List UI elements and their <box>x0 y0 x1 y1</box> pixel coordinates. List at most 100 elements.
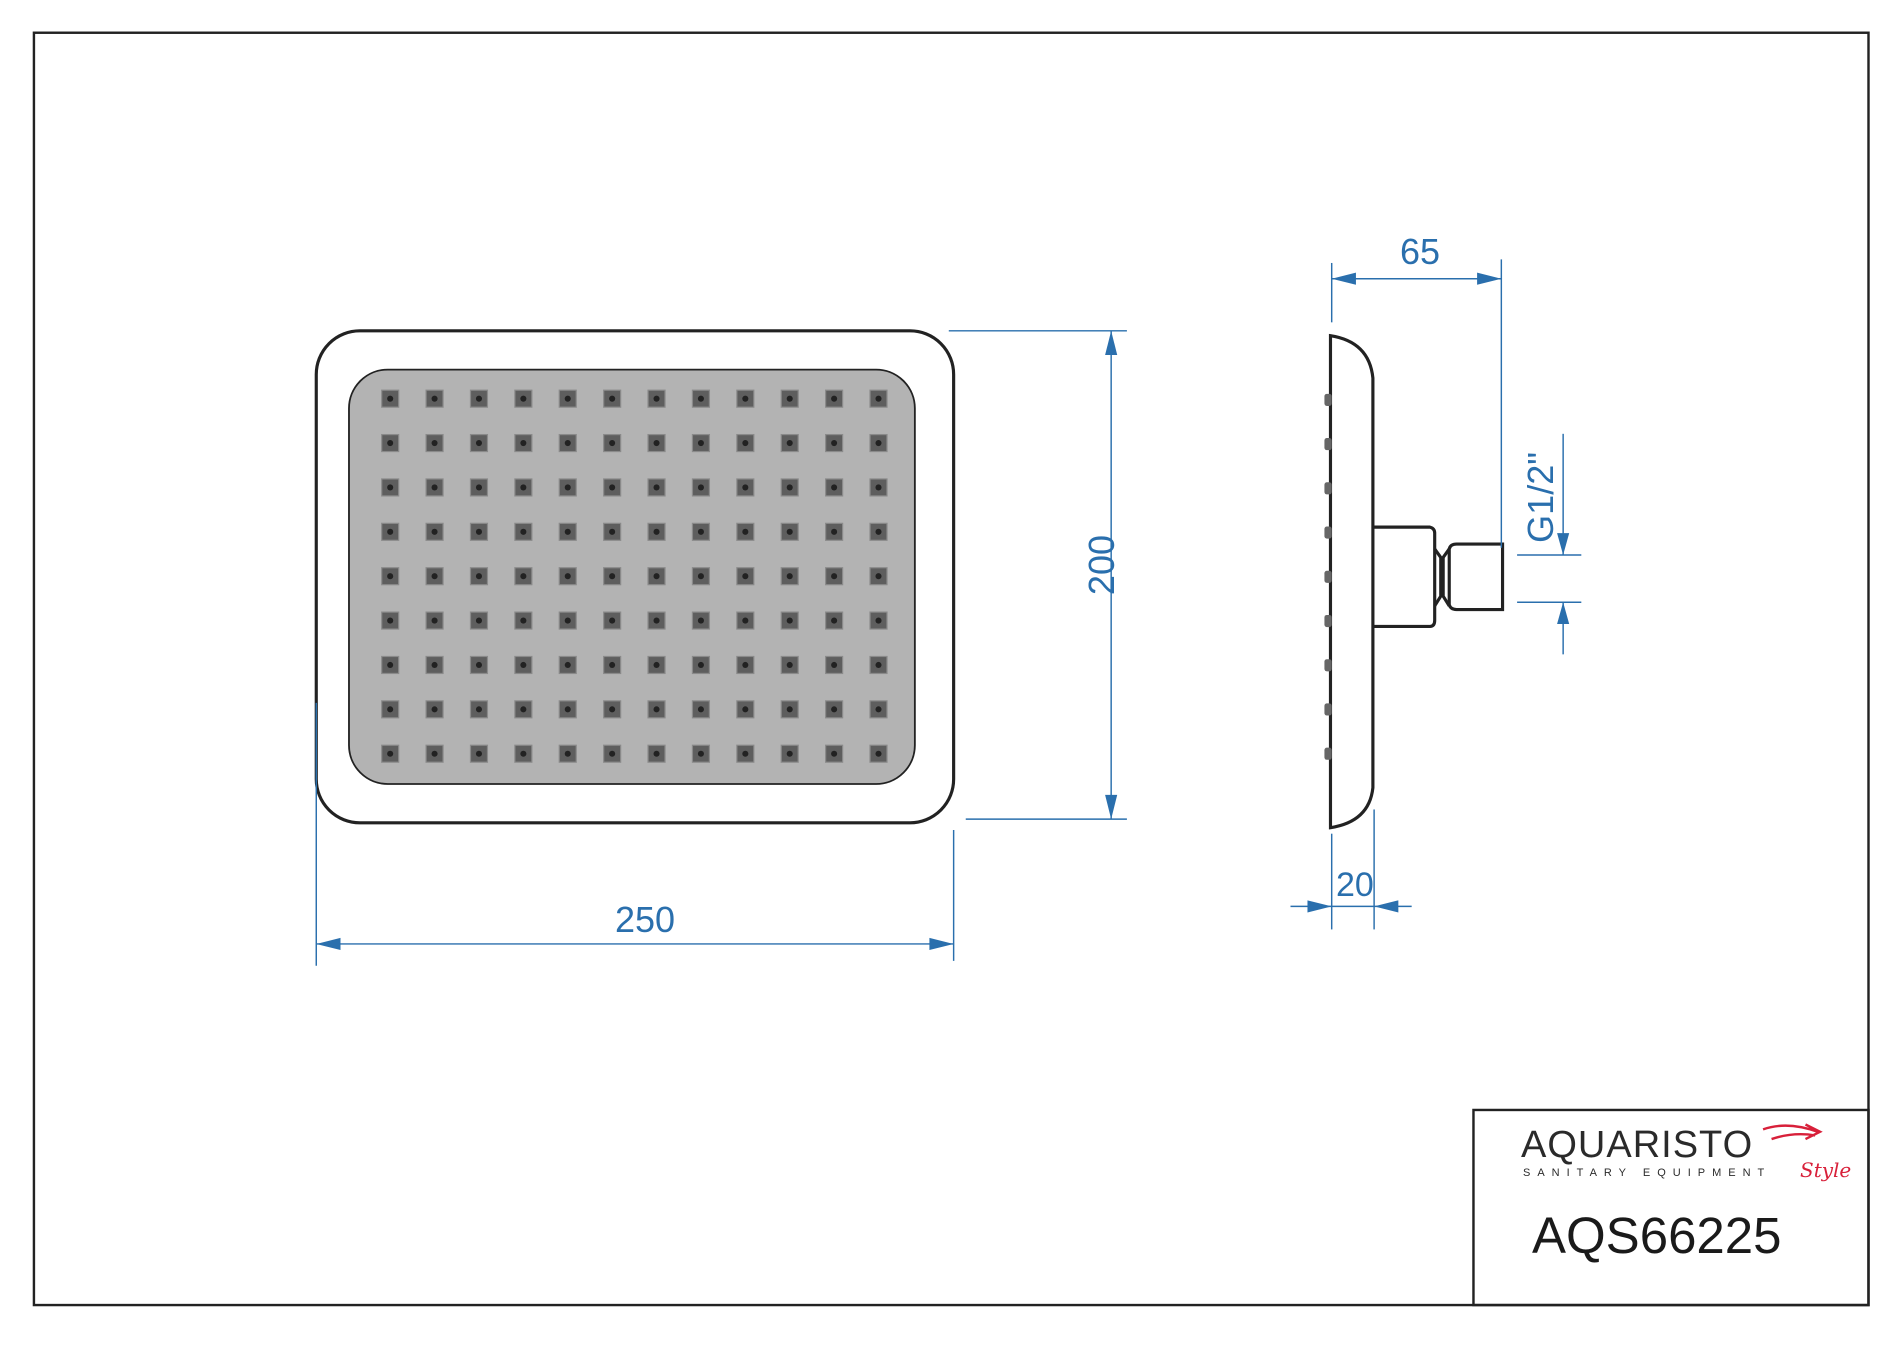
nozzle-hole <box>609 750 616 757</box>
nozzle-hole <box>475 661 482 668</box>
title-block <box>1472 1108 1870 1307</box>
nozzle-hole <box>387 484 394 491</box>
nozzle-hole <box>786 484 793 491</box>
nozzle-hole <box>697 617 704 624</box>
nozzle-hole <box>609 617 616 624</box>
nozzle-hole <box>875 395 882 402</box>
nozzle-hole <box>520 661 527 668</box>
nozzle-hole <box>609 395 616 402</box>
nozzle-hole <box>431 573 438 580</box>
nozzle-hole <box>520 573 527 580</box>
nozzle-hole <box>475 706 482 713</box>
nozzle-hole <box>786 706 793 713</box>
drawing-frame <box>32 31 1870 1307</box>
nozzle-hole <box>520 440 527 447</box>
nozzle-hole <box>653 484 660 491</box>
brand-arrow-icon <box>1762 1123 1823 1141</box>
thickness-dimension <box>1290 809 1412 930</box>
nozzle-hole <box>387 750 394 757</box>
nozzle-profile <box>1324 570 1332 583</box>
nozzle-hole <box>653 750 660 757</box>
nozzle-hole <box>387 706 394 713</box>
nozzle-hole <box>475 440 482 447</box>
depth-dimension <box>1330 259 1503 548</box>
width-label: 250 <box>615 899 676 940</box>
nozzle-hole <box>431 750 438 757</box>
nozzle-hole <box>875 661 882 668</box>
front-view <box>314 329 956 825</box>
nozzle-hole <box>609 706 616 713</box>
nozzle-hole <box>520 706 527 713</box>
nozzle-hole <box>875 706 882 713</box>
nozzle-hole <box>564 706 571 713</box>
nozzle-hole <box>786 661 793 668</box>
nozzle-hole <box>786 617 793 624</box>
nozzle-hole <box>742 706 749 713</box>
nozzle-hole <box>520 750 527 757</box>
nozzle-hole <box>653 440 660 447</box>
nozzle-hole <box>831 395 838 402</box>
nozzle-hole <box>431 706 438 713</box>
nozzle-hole <box>742 750 749 757</box>
arm-connector <box>1372 525 1437 629</box>
nozzle-profile <box>1324 482 1332 495</box>
nozzle-hole <box>431 617 438 624</box>
nozzle-hole <box>875 440 882 447</box>
nozzle-hole <box>387 528 394 535</box>
nozzle-hole <box>653 395 660 402</box>
nozzle-hole <box>520 484 527 491</box>
nozzle-hole <box>697 661 704 668</box>
nozzle-hole <box>431 440 438 447</box>
nozzle-hole <box>831 750 838 757</box>
thread-dimension <box>1517 433 1582 655</box>
nozzle-hole <box>742 484 749 491</box>
nozzle-hole <box>387 395 394 402</box>
nozzle-hole <box>697 573 704 580</box>
nozzle-hole <box>431 395 438 402</box>
nozzle-profile <box>1324 659 1332 672</box>
nozzle-hole <box>697 706 704 713</box>
nozzle-hole <box>697 395 704 402</box>
brand-name: AQUARISTO <box>1521 1124 1754 1166</box>
nozzle-hole <box>697 440 704 447</box>
nozzle-hole <box>431 528 438 535</box>
nozzle-hole <box>697 484 704 491</box>
nozzle-hole <box>431 484 438 491</box>
thread-label: G1/2" <box>1520 452 1561 543</box>
nozzle-profiles <box>1324 393 1332 760</box>
nozzle-hole <box>387 440 394 447</box>
nozzle-grid <box>381 389 888 763</box>
nozzle-hole <box>697 528 704 535</box>
product-code: AQS66225 <box>1532 1207 1782 1264</box>
nozzle-hole <box>564 440 571 447</box>
nozzle-hole <box>786 528 793 535</box>
nozzle-hole <box>653 573 660 580</box>
nozzle-profile <box>1324 526 1332 539</box>
nozzle-hole <box>387 617 394 624</box>
nozzle-hole <box>786 750 793 757</box>
nozzle-profile <box>1324 703 1332 716</box>
spray-face <box>348 368 916 785</box>
nozzle-hole <box>609 661 616 668</box>
nozzle-hole <box>609 573 616 580</box>
nozzle-hole <box>564 484 571 491</box>
thickness-label: 20 <box>1336 866 1374 904</box>
nozzle-hole <box>831 528 838 535</box>
nozzle-hole <box>742 395 749 402</box>
nozzle-hole <box>742 440 749 447</box>
nozzle-hole <box>564 528 571 535</box>
brand-tagline: SANITARY EQUIPMENT <box>1523 1167 1772 1179</box>
nozzle-hole <box>387 573 394 580</box>
height-dimension <box>948 330 1127 820</box>
nozzle-hole <box>831 706 838 713</box>
nozzle-profile <box>1324 747 1332 760</box>
nozzle-hole <box>609 484 616 491</box>
nozzle-hole <box>475 750 482 757</box>
nozzle-hole <box>475 617 482 624</box>
nozzle-hole <box>831 573 838 580</box>
nozzle-hole <box>786 573 793 580</box>
height-label: 200 <box>1081 535 1122 596</box>
nozzle-hole <box>564 573 571 580</box>
nozzle-hole <box>831 661 838 668</box>
